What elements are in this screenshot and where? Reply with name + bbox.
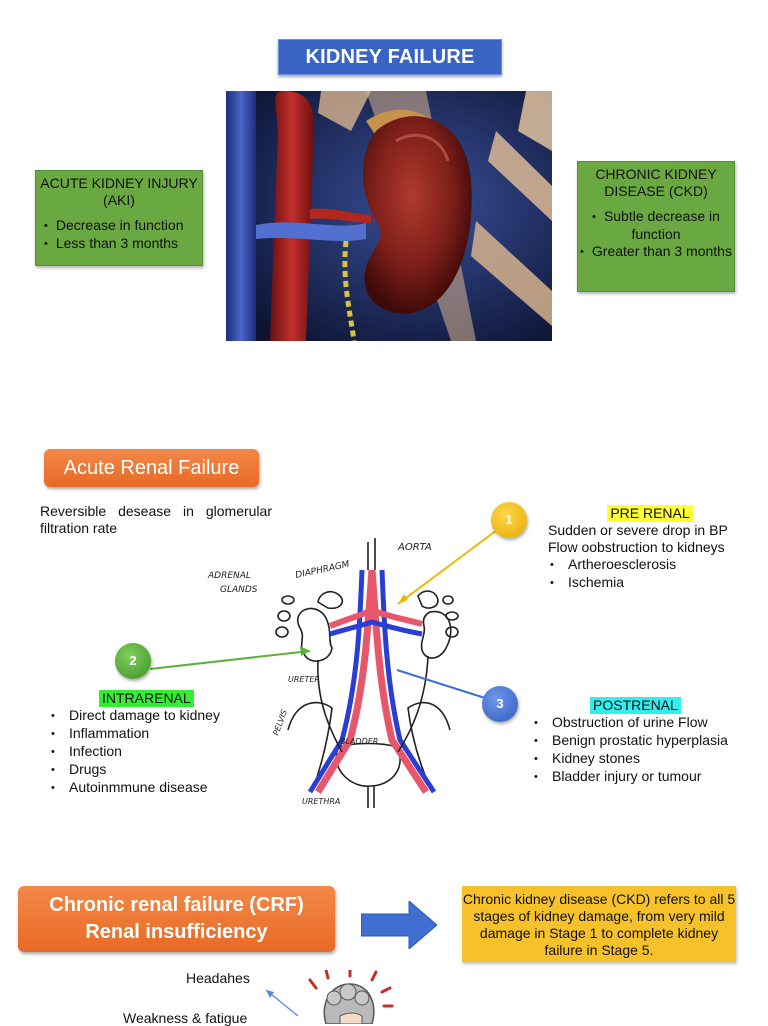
intrarenal-label: INTRARENAL: [99, 690, 194, 707]
prerenal-number-badge: 1: [491, 502, 527, 538]
intrarenal-item: Autoinmmune disease: [51, 779, 271, 797]
postrenal-number-badge: 3: [482, 686, 518, 722]
label-aorta: AORTA: [397, 542, 432, 553]
intrarenal-item: Inflammation: [51, 725, 271, 743]
ckd-list: Subtle decrease in function Greater than…: [578, 208, 734, 261]
intrarenal-item: Drugs: [51, 761, 271, 779]
postrenal-item: Kidney stones: [534, 750, 754, 768]
intrarenal-block: INTRARENAL Direct damage to kidney Infla…: [51, 690, 271, 797]
postrenal-list: Obstruction of urine Flow Benign prostat…: [534, 714, 754, 786]
acute-description: Reversible desease in glomerular filtrat…: [40, 503, 272, 536]
postrenal-block: POSTRENAL Obstruction of urine Flow Beni…: [534, 697, 754, 786]
kidney-image: [226, 91, 552, 341]
crf-line: Chronic renal failure (CRF): [49, 894, 304, 916]
aki-list: Decrease in function Less than 3 months: [36, 217, 202, 253]
acute-renal-failure-heading: Acute Renal Failure: [44, 449, 259, 487]
prerenal-line: Sudden or severe drop in BP: [548, 522, 728, 538]
postrenal-item: Bladder injury or tumour: [534, 768, 754, 786]
intrarenal-list: Direct damage to kidney Inflammation Inf…: [51, 707, 271, 797]
label-ureter: URETER: [288, 675, 320, 684]
prerenal-block: PRE RENAL Sudden or severe drop in BP Fl…: [548, 505, 748, 592]
arrow-right-icon: [361, 901, 437, 949]
postrenal-item: Obstruction of urine Flow: [534, 714, 754, 732]
prerenal-item: Ischemia: [550, 574, 748, 592]
postrenal-item: Benign prostatic hyperplasia: [534, 732, 754, 750]
label-adrenal: ADRENAL: [207, 571, 251, 581]
intrarenal-number-badge: 2: [115, 643, 151, 679]
crf-line: Renal insufficiency: [85, 921, 268, 943]
ckd-heading: CHRONIC KIDNEY DISEASE (CKD): [595, 166, 717, 199]
aki-box: ACUTE KIDNEY INJURY (AKI) Decrease in fu…: [35, 170, 203, 266]
aki-item: Less than 3 months: [36, 235, 202, 253]
label-glands: GLANDS: [220, 585, 258, 595]
prerenal-label: PRE RENAL: [607, 505, 693, 522]
ckd-item: Subtle decrease in function: [578, 208, 734, 243]
kidney-illustration: [226, 91, 552, 341]
person-headache-illustration: [308, 970, 394, 1024]
prerenal-item: Artheroesclerosis: [550, 556, 748, 574]
prerenal-line: Flow oobstruction to kidneys: [548, 539, 725, 555]
label-bladder: BLADDER: [340, 737, 378, 746]
aki-item: Decrease in function: [36, 217, 202, 235]
prerenal-list: Artheroesclerosis Ischemia: [548, 556, 748, 592]
intrarenal-item: Infection: [51, 743, 271, 761]
chronic-renal-failure-heading: Chronic renal failure (CRF) Renal insuff…: [18, 886, 335, 952]
page-title: KIDNEY FAILURE: [278, 39, 502, 75]
urinary-sketch: DIAPHRAGM AORTA ADRENAL GLANDS URETER PE…: [200, 530, 490, 815]
intrarenal-item: Direct damage to kidney: [51, 707, 271, 725]
ckd-definition-box: Chronic kidney disease (CKD) refers to a…: [462, 886, 736, 962]
ckd-item: Greater than 3 months: [578, 243, 734, 261]
ckd-box: CHRONIC KIDNEY DISEASE (CKD) Subtle decr…: [577, 161, 735, 292]
symptom-weakness: Weakness & fatigue: [123, 1010, 248, 1026]
symptom-headaches: Headahes: [186, 970, 250, 986]
label-urethra: URETHRA: [302, 797, 340, 806]
urinary-system-diagram: DIAPHRAGM AORTA ADRENAL GLANDS URETER PE…: [207, 538, 459, 808]
postrenal-label: POSTRENAL: [590, 697, 681, 714]
aki-heading: ACUTE KIDNEY INJURY (AKI): [40, 175, 198, 208]
